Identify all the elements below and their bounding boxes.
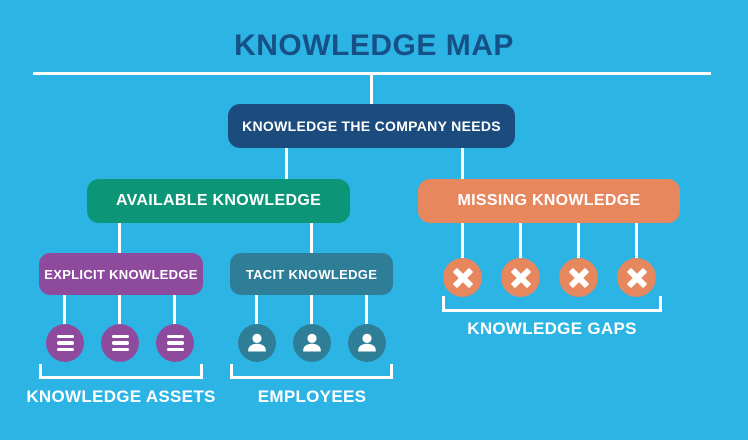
gap-circle bbox=[443, 258, 482, 297]
connector-explicit-to-asset-3 bbox=[173, 295, 176, 325]
gap-circle bbox=[617, 258, 656, 297]
connector-missing-to-gap-4 bbox=[635, 223, 638, 258]
bracket-employees bbox=[230, 364, 393, 379]
person-icon bbox=[355, 331, 379, 355]
label-knowledge-gaps: KNOWLEDGE GAPS bbox=[467, 319, 637, 338]
connector-root-to-missing bbox=[461, 148, 464, 179]
connector-tacit-to-employee-1 bbox=[255, 295, 258, 325]
person-icon bbox=[245, 331, 269, 355]
asset-circle bbox=[46, 324, 84, 362]
node-label: AVAILABLE KNOWLEDGE bbox=[115, 192, 322, 209]
title-divider-line bbox=[33, 72, 711, 75]
asset-circle bbox=[156, 324, 194, 362]
node-label: KNOWLEDGE THE COMPANY NEEDS bbox=[242, 118, 501, 134]
node-available-knowledge: AVAILABLE KNOWLEDGE bbox=[87, 179, 350, 223]
node-label: TACIT KNOWLEDGE bbox=[245, 266, 378, 282]
bracket-knowledge-gaps bbox=[442, 296, 662, 312]
connector-available-to-tacit bbox=[310, 223, 313, 253]
node-label: EXPLICIT KNOWLEDGE bbox=[44, 266, 198, 282]
employee-circle bbox=[293, 324, 331, 362]
label-employees: EMPLOYEES bbox=[257, 387, 367, 406]
x-cross-icon bbox=[450, 265, 476, 291]
x-cross-icon bbox=[624, 265, 650, 291]
connector-available-to-explicit bbox=[118, 223, 121, 253]
connector-missing-to-gap-3 bbox=[577, 223, 580, 258]
gap-circle bbox=[501, 258, 540, 297]
node-knowledge-company-needs: KNOWLEDGE THE COMPANY NEEDS bbox=[228, 104, 515, 148]
label-knowledge-assets: KNOWLEDGE ASSETS bbox=[26, 387, 216, 406]
asset-circle bbox=[101, 324, 139, 362]
list-icon bbox=[166, 334, 184, 352]
gap-circle bbox=[559, 258, 598, 297]
node-missing-knowledge: MISSING KNOWLEDGE bbox=[418, 179, 680, 223]
connector-explicit-to-asset-2 bbox=[118, 295, 121, 325]
employee-circle bbox=[348, 324, 386, 362]
connector-tacit-to-employee-2 bbox=[310, 295, 313, 325]
list-icon bbox=[111, 334, 129, 352]
person-icon bbox=[300, 331, 324, 355]
connector-root-to-available bbox=[285, 148, 288, 179]
connector-missing-to-gap-2 bbox=[519, 223, 522, 258]
connector-title-to-root bbox=[370, 74, 373, 105]
node-tacit-knowledge: TACIT KNOWLEDGE bbox=[230, 253, 393, 295]
list-icon bbox=[56, 334, 74, 352]
x-cross-icon bbox=[566, 265, 592, 291]
connector-missing-to-gap-1 bbox=[461, 223, 464, 258]
page-title: KNOWLEDGE MAP bbox=[234, 29, 514, 62]
node-label: MISSING KNOWLEDGE bbox=[457, 192, 641, 209]
employee-circle bbox=[238, 324, 276, 362]
node-explicit-knowledge: EXPLICIT KNOWLEDGE bbox=[39, 253, 203, 295]
connector-explicit-to-asset-1 bbox=[63, 295, 66, 325]
connector-tacit-to-employee-3 bbox=[365, 295, 368, 325]
bracket-knowledge-assets bbox=[39, 364, 203, 379]
x-cross-icon bbox=[508, 265, 534, 291]
